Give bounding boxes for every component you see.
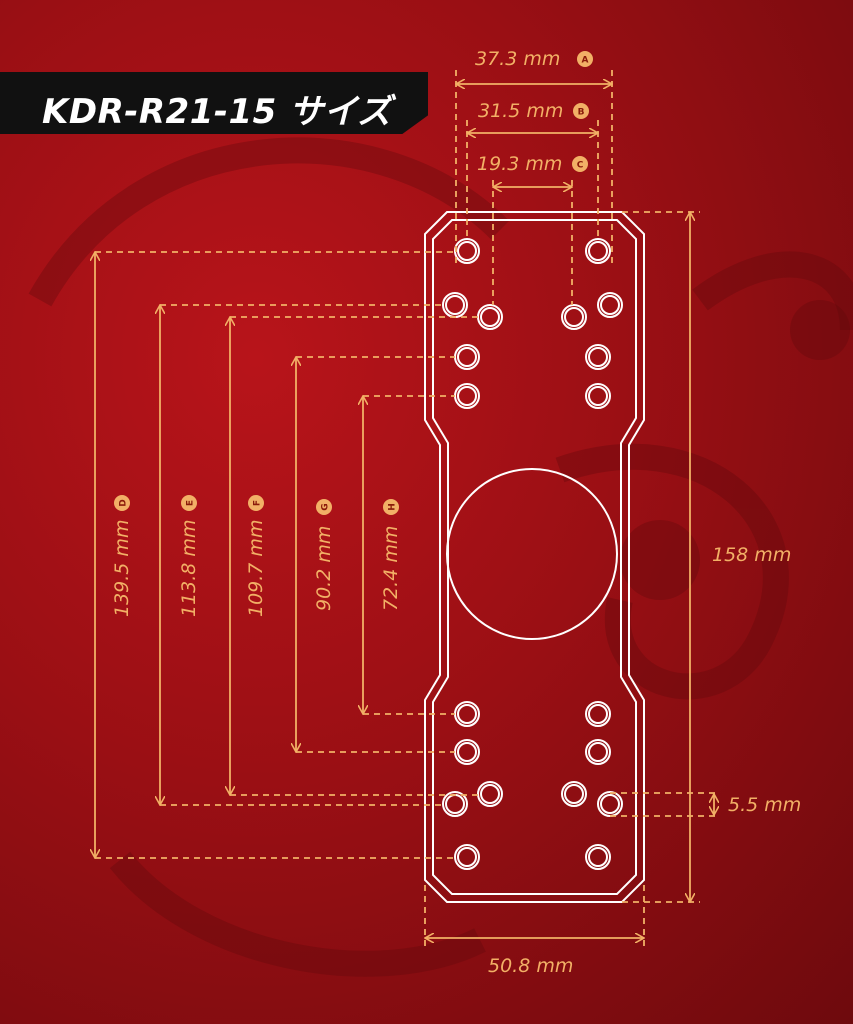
hole	[454, 701, 480, 727]
label-d-value: 139.5 mm	[111, 520, 133, 617]
label-a-letter: A	[582, 56, 589, 66]
label-d-letter: D	[119, 499, 129, 506]
label-f-letter: F	[253, 500, 263, 506]
hole	[585, 739, 611, 765]
hole	[454, 344, 480, 370]
hole	[454, 238, 480, 264]
label-b-value: 31.5 mm	[478, 100, 563, 122]
label-f-value: 109.7 mm	[245, 520, 267, 617]
hole	[597, 791, 623, 817]
label-width: 50.8 mm	[488, 955, 573, 977]
hole	[585, 701, 611, 727]
plate-outline	[424, 211, 645, 903]
label-h: 72.4 mm H	[380, 499, 402, 611]
label-d: 139.5 mm D	[111, 495, 133, 617]
hole	[585, 383, 611, 409]
hole	[477, 781, 503, 807]
label-g: 90.2 mm G	[313, 499, 335, 611]
label-e: 113.8 mm E	[178, 495, 200, 617]
hole	[585, 844, 611, 870]
label-a: 37.3 mm A	[475, 48, 593, 70]
hole	[585, 344, 611, 370]
hole	[597, 292, 623, 318]
label-a-value: 37.3 mm	[475, 48, 560, 70]
label-c-letter: C	[577, 161, 584, 171]
label-e-letter: E	[186, 500, 196, 506]
hole	[585, 238, 611, 264]
hole	[442, 292, 468, 318]
label-g-value: 90.2 mm	[313, 526, 335, 611]
center-hole	[446, 468, 618, 640]
label-f: 109.7 mm F	[245, 495, 267, 617]
label-c: 19.3 mm C	[477, 153, 588, 175]
label-g-letter: G	[321, 503, 331, 510]
label-c-value: 19.3 mm	[477, 153, 562, 175]
label-hole: 5.5 mm	[728, 794, 801, 816]
dimension-lines	[95, 70, 718, 948]
label-h-value: 72.4 mm	[380, 526, 402, 611]
hole	[561, 304, 587, 330]
page-title: KDR-R21-15 サイズ	[42, 92, 392, 132]
label-length: 158 mm	[712, 544, 791, 566]
label-h-letter: H	[388, 503, 398, 511]
hole	[454, 739, 480, 765]
hole	[454, 844, 480, 870]
hole	[561, 781, 587, 807]
hole	[454, 383, 480, 409]
title-badge	[0, 72, 428, 134]
hole	[477, 304, 503, 330]
label-e-value: 113.8 mm	[178, 520, 200, 617]
mounting-holes	[442, 238, 623, 870]
label-b: 31.5 mm B	[478, 100, 589, 122]
label-b-letter: B	[578, 108, 585, 118]
